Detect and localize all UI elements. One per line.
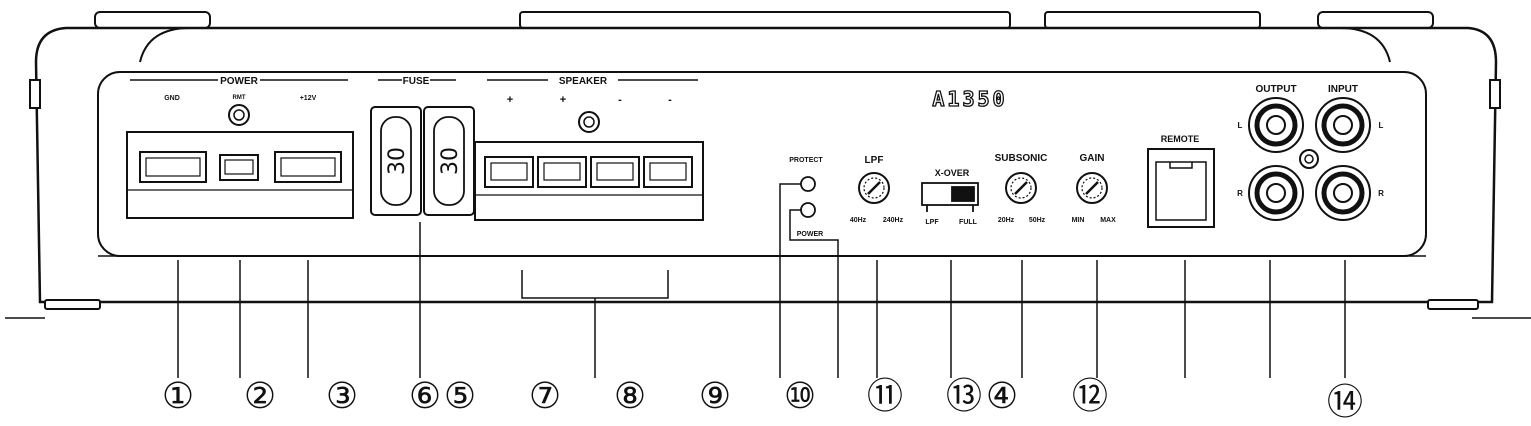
speaker-polarity-2: + (560, 94, 566, 106)
power-led-label: POWER (797, 231, 823, 238)
speaker-terminal-block (474, 141, 704, 221)
output-right-jack (1248, 165, 1304, 221)
lpf-title: LPF (865, 155, 884, 166)
lpf-knob (858, 172, 890, 204)
callout-2: ② (244, 376, 276, 417)
gain-knob (1076, 172, 1108, 204)
input-title: INPUT (1328, 84, 1358, 95)
speaker-polarity-3: - (618, 94, 622, 106)
rmt-label: RMT (233, 95, 246, 101)
input-right-label: R (1378, 189, 1384, 198)
output-right-label: R (1237, 189, 1243, 198)
xover-right-label: FULL (959, 219, 978, 226)
subsonic-min-label: 20Hz (998, 217, 1015, 224)
heatsink-top (139, 27, 1391, 63)
xover-switch (921, 182, 979, 212)
callout-11: ⑪ (867, 376, 903, 417)
fuse-2-rating: 30 (438, 147, 463, 175)
input-left-label: L (1379, 121, 1384, 130)
fuse-holders (370, 106, 475, 216)
callout-4: ④ (986, 376, 1018, 417)
gnd-label: GND (164, 95, 180, 102)
callout-5: ⑤ (444, 376, 476, 417)
callout-numbers: ① ② ③ ⑥ ⑤ ⑦ ⑧ ⑨ ⑩ ⑪ ⑬ ④ ⑫ ⑭ (162, 376, 1363, 423)
chassis-feet (44, 299, 1479, 310)
fuse-section-title: FUSE (403, 76, 430, 87)
gain-title: GAIN (1080, 153, 1105, 164)
rca-jacks (1248, 97, 1371, 221)
protect-led (800, 176, 816, 192)
fuse-1-rating: 30 (385, 147, 410, 175)
callout-7: ⑦ (529, 376, 561, 417)
power-led (800, 202, 816, 218)
input-right-jack (1315, 165, 1371, 221)
output-left-jack (1248, 97, 1304, 153)
power-screw-icon (228, 104, 250, 126)
model-name: A1350 (932, 87, 1007, 111)
callout-3: ③ (326, 376, 358, 417)
callout-8: ⑧ (614, 376, 646, 417)
output-left-label: L (1238, 121, 1243, 130)
lpf-min-label: 40Hz (850, 217, 867, 224)
xover-left-label: LPF (925, 219, 939, 226)
top-rails (94, 11, 1434, 29)
speaker-polarity-4: - (668, 94, 672, 106)
callout-leader-lines (177, 183, 1346, 378)
remote-port (1147, 148, 1215, 228)
callout-14: ⑭ (1327, 382, 1363, 423)
speaker-section-title: SPEAKER (559, 76, 608, 87)
output-title: OUTPUT (1255, 84, 1296, 95)
rca-center-screw-icon (1299, 149, 1319, 169)
power-terminal-block (126, 131, 354, 219)
lpf-max-label: 240Hz (883, 217, 904, 224)
callout-13: ⑬ (946, 376, 982, 417)
speaker-screw-icon (578, 111, 600, 133)
xover-title: X-OVER (935, 168, 970, 178)
callout-10: ⑩ (784, 376, 816, 417)
callout-1: ① (162, 376, 194, 417)
power-section-title: POWER (220, 76, 259, 87)
side-latches (29, 79, 1501, 109)
subsonic-title: SUBSONIC (995, 153, 1048, 164)
gain-max-label: MAX (1100, 217, 1116, 224)
protect-led-label: PROTECT (789, 157, 823, 164)
callout-9: ⑨ (699, 376, 731, 417)
subsonic-knob (1005, 172, 1037, 204)
input-left-jack (1315, 97, 1371, 153)
gain-min-label: MIN (1072, 217, 1085, 224)
plus12v-label: +12V (300, 95, 317, 102)
subsonic-max-label: 50Hz (1029, 217, 1046, 224)
callout-12: ⑫ (1072, 376, 1108, 417)
callout-6: ⑥ (409, 376, 441, 417)
speaker-polarity-1: + (507, 94, 513, 106)
remote-title: REMOTE (1161, 134, 1200, 144)
